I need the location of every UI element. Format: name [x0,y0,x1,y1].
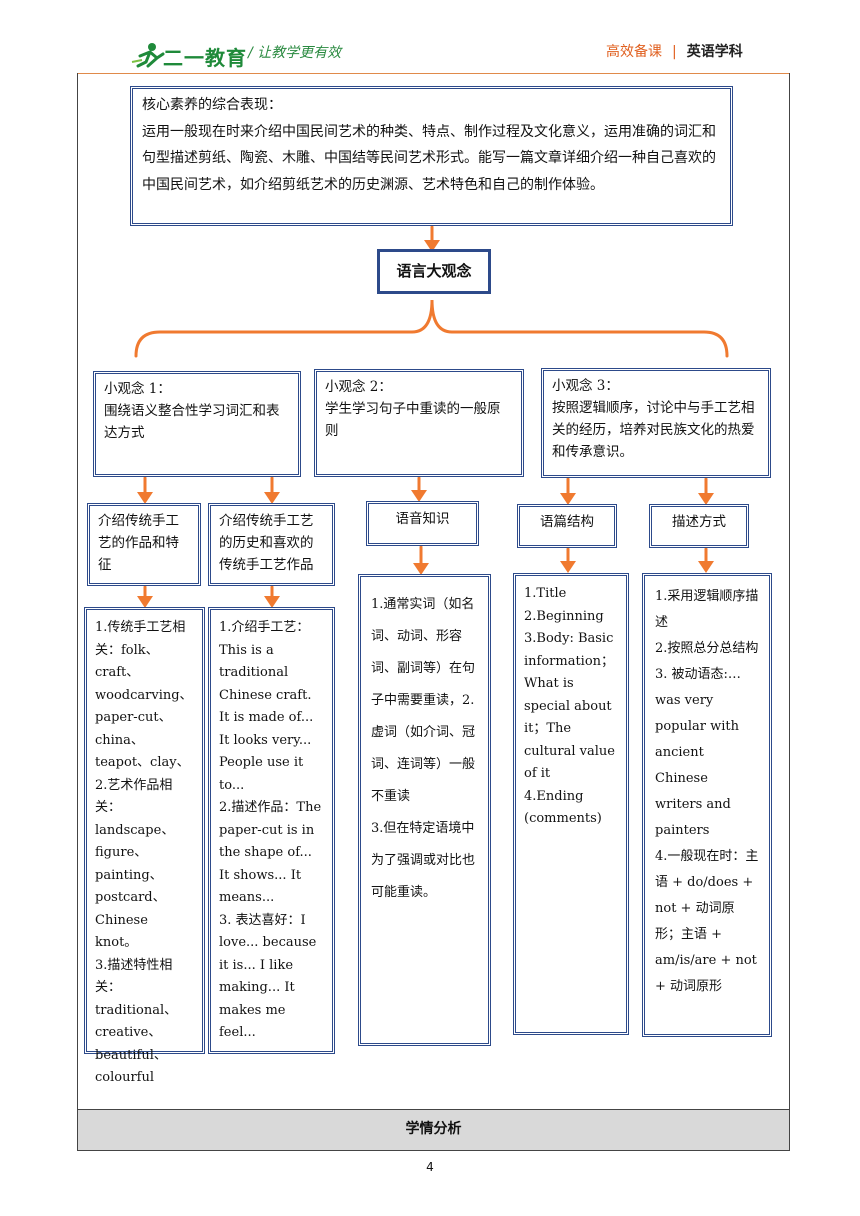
category-phonetics: 语音知识 [366,501,479,546]
small-idea-1: 小观念 1： 围绕语义整合性学习词汇和表达方式 [93,371,301,477]
category-label: 介绍传统手工艺的作品和特征 [98,513,179,573]
category-description-method: 描述方式 [649,504,749,548]
logo-text: 二一教育 [163,46,247,70]
header-subject: 英语学科 [686,44,743,60]
page-number: 4 [426,1160,434,1174]
table-frame [77,73,790,1151]
detail-stress-rules: 1.通常实词（如名词、动词、形容词、副词等）在句子中需要重读，2.虚词（如介词、… [358,574,491,1046]
category-label: 语音知识 [395,511,450,527]
logo-runner-icon [131,43,165,68]
core-literacy-box: 核心素养的综合表现： 运用一般现在时来介绍中国民间艺术的种类、特点、制作过程及文… [130,86,733,226]
category-label: 语篇结构 [540,514,594,530]
detail-structure: 1.Title 2.Beginning 3.Body: Basic inform… [513,573,629,1035]
section-row [78,1109,789,1150]
category-label: 描述方式 [672,514,726,530]
small-idea-2: 小观念 2： 学生学习句子中重读的一般原则 [314,369,524,477]
small-idea-3: 小观念 3： 按照逻辑顺序，讨论中与手工艺相关的经历，培养对民族文化的热爱和传承… [541,368,771,478]
section-label: 学情分析 [405,1121,462,1137]
category-works-features: 介绍传统手工艺的作品和特征 [87,503,201,586]
category-label: 介绍传统手工艺的历史和喜欢的传统手工艺作品 [219,513,314,573]
detail-vocabulary: 1.传统手工艺相关：folk、craft、woodcarving、paper-c… [84,607,205,1085]
small-idea-2-text: 小观念 2： 学生学习句子中重读的一般原则 [325,379,501,439]
header-separator: | [672,44,677,60]
detail-text: 1.Title 2.Beginning 3.Body: Basic inform… [524,586,615,826]
detail-description: 1.采用逻辑顺序描述 2.按照总分总结构 3. 被动语态:…was very p… [642,573,772,1037]
detail-text: 1.通常实词（如名词、动词、形容词、副词等）在句子中需要重读，2.虚词（如介词、… [371,597,476,900]
category-history-favorites: 介绍传统手工艺的历史和喜欢的传统手工艺作品 [208,503,335,586]
detail-text: 1.采用逻辑顺序描述 2.按照总分总结构 3. 被动语态:…was very p… [655,589,759,994]
core-literacy-text: 核心素养的综合表现： 运用一般现在时来介绍中国民间艺术的种类、特点、制作过程及文… [142,97,716,193]
small-idea-3-text: 小观念 3： 按照逻辑顺序，讨论中与手工艺相关的经历，培养对民族文化的热爱和传承… [552,378,755,460]
header-right: 高效备课 | 英语学科 [606,41,743,61]
detail-text: 1.传统手工艺相关：folk、craft、woodcarving、paper-c… [95,620,193,1085]
small-idea-1-text: 小观念 1： 围绕语义整合性学习词汇和表达方式 [104,381,280,441]
detail-expressions: 1.介绍手工艺：This is a traditional Chinese cr… [208,607,335,1054]
slogan: / 让教学更有效 [248,45,342,61]
big-idea-box: 语言大观念 [377,249,491,294]
header-tag-efficient: 高效备课 [606,44,662,60]
header-rule [78,73,790,74]
category-discourse-structure: 语篇结构 [517,504,617,548]
detail-text: 1.介绍手工艺：This is a traditional Chinese cr… [219,620,322,1040]
